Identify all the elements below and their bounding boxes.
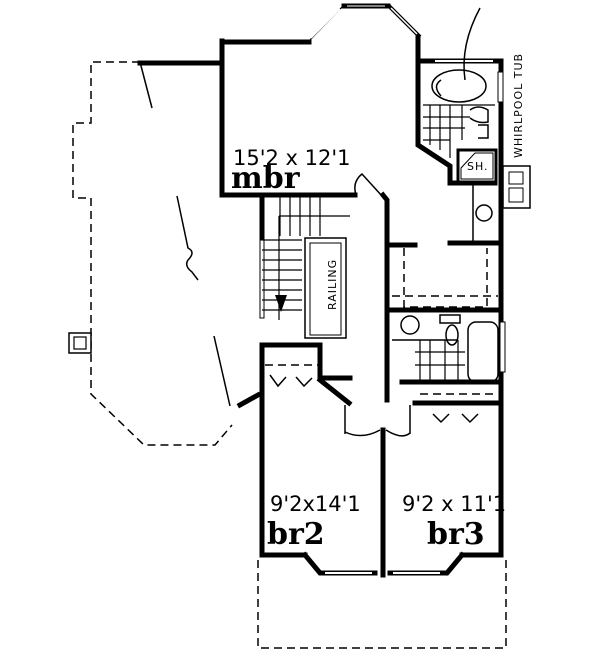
- br3-name: br3: [427, 517, 485, 552]
- br2-dimensions: 9'2x14'1: [270, 492, 361, 516]
- railing-label: RAILING: [326, 259, 339, 310]
- br3-dimensions: 9'2 x 11'1: [402, 492, 506, 516]
- hall-closet: [354, 172, 504, 403]
- mbr-name: mbr: [231, 161, 301, 196]
- stairwell: RAILING: [259, 192, 350, 339]
- second-bath: [392, 314, 506, 385]
- roof-outline: [68, 61, 233, 446]
- shower-label: SH.: [467, 160, 489, 173]
- master-bath: SH. WHIRLPOOL TUB: [415, 7, 531, 403]
- br2-name: br2: [267, 517, 325, 552]
- whirlpool-label: WHIRLPOOL TUB: [512, 53, 525, 158]
- bedrooms: [236, 342, 507, 649]
- mbr-dimensions: 15'2 x 12'1: [233, 146, 351, 170]
- mbr-walls: [219, 3, 498, 198]
